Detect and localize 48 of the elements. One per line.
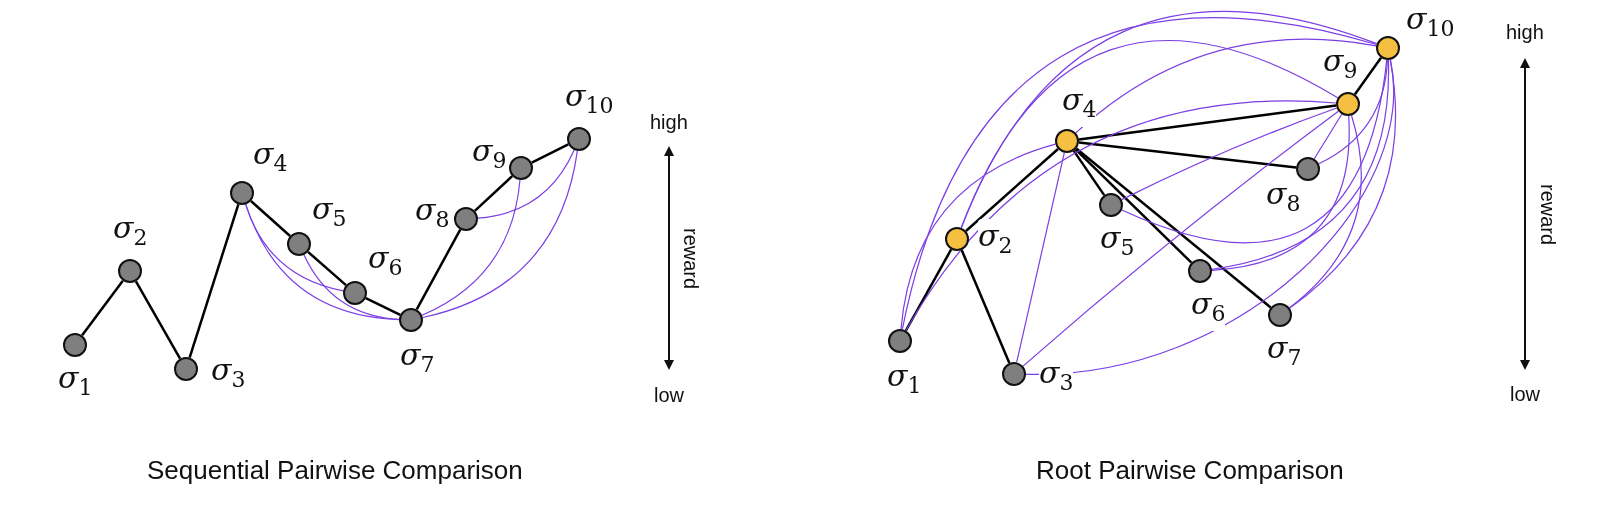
comparison-arc [303,254,400,320]
edge-line [531,143,569,164]
comparison-arc [1121,107,1338,201]
edge-line [415,228,462,311]
axis-label: reward [1535,183,1559,245]
axis-label: low [1510,382,1540,406]
edge-line [307,250,347,287]
comparison-arc [1211,115,1350,271]
comparison-arc [1288,114,1362,309]
panel-caption: Root Pairwise Comparison [1036,454,1344,486]
edge-line [1075,147,1272,309]
sample-node [1188,259,1225,331]
edge-line [1072,150,1106,196]
comparison-arc [1313,113,1343,160]
comparison-arc [1318,59,1389,165]
comparison-arc [960,40,1339,229]
comparison-arc [1289,59,1397,309]
edge-line [134,280,182,360]
edge-line [965,148,1059,232]
edge-line [1353,57,1383,95]
edge-line [473,175,514,212]
comparison-arc [1211,59,1389,270]
edge-line [250,200,291,237]
edge-line [81,279,124,337]
comparison-arc [1075,38,1377,134]
edge-line [1078,141,1297,169]
axis-label: low [654,383,684,407]
panel-caption: Sequential Pairwise Comparison [147,454,523,486]
edge-line [904,248,953,332]
comparison-arc [421,179,521,316]
axis-label: high [650,110,688,134]
comparison-arc [901,17,1378,330]
edge-line [188,204,240,358]
comparison-arc [1016,152,1065,363]
comparison-arc [905,100,1337,332]
comparison-arc [1025,59,1395,375]
axis-label: reward [678,227,702,289]
edge-line [1074,148,1193,264]
edge-line [1078,104,1337,141]
comparison-arc [477,149,575,219]
comparison-arc [1022,110,1339,367]
comparison-arc [960,11,1378,229]
edge-line [960,249,1011,364]
edge-line [365,297,401,316]
comparison-arc [1121,59,1388,243]
comparison-arc [900,143,1056,330]
axis-label: high [1506,20,1544,44]
comparison-arc [422,150,578,319]
